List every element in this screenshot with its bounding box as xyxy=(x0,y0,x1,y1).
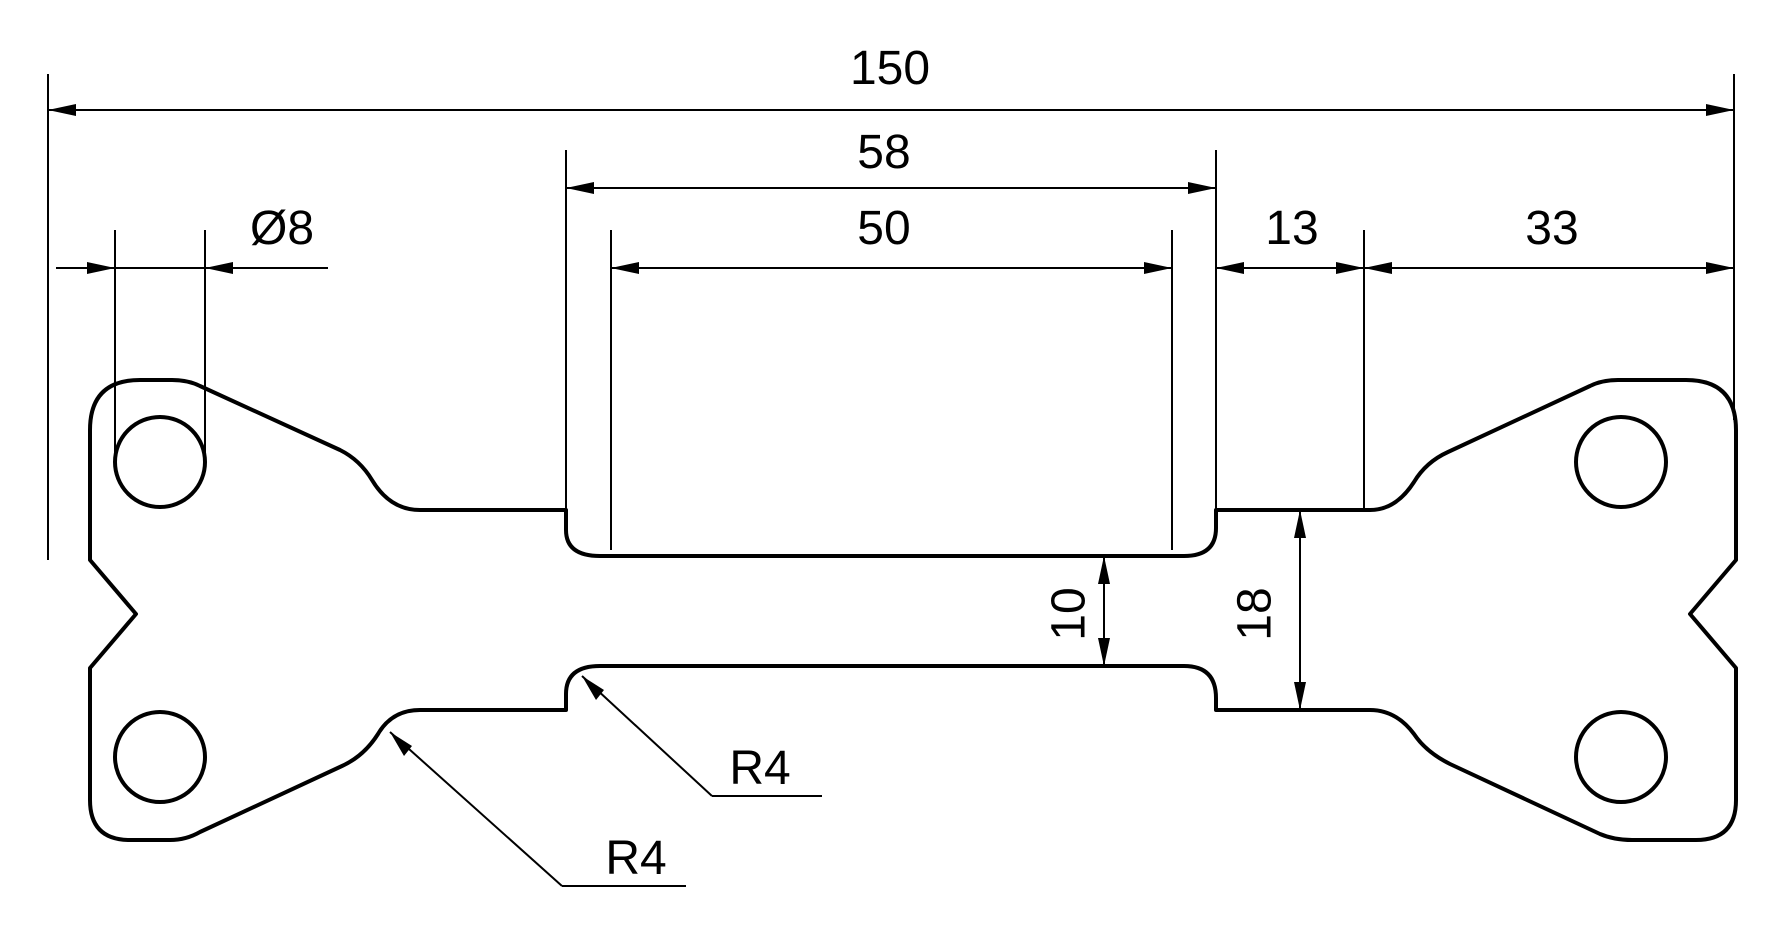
part-outline xyxy=(88,378,1738,842)
dimension-shoulder-thickness: 18 xyxy=(1229,510,1306,710)
inner-pocket-width-label: 50 xyxy=(857,202,910,255)
fillet-radius-lower-label: R4 xyxy=(605,832,666,885)
arrowhead xyxy=(566,182,594,194)
arrowhead xyxy=(1336,262,1364,274)
shoulder-thickness-label: 18 xyxy=(1229,587,1282,640)
mounting-hole-bottom-left xyxy=(113,710,207,804)
arrowhead xyxy=(1144,262,1172,274)
arrowhead xyxy=(390,732,412,756)
dimension-hole-diameter: Ø8 xyxy=(56,202,328,462)
arrowhead xyxy=(87,262,115,274)
arrowhead xyxy=(1098,638,1110,666)
arrowhead xyxy=(1294,510,1306,538)
mounting-hole-top-left xyxy=(113,415,207,509)
dimension-outer-pocket-width: 58 xyxy=(565,126,1217,512)
dimension-shoulder-length: 13 xyxy=(1216,202,1365,510)
shoulder-length-label: 13 xyxy=(1265,202,1318,255)
mounting-hole-top-right xyxy=(1574,415,1668,509)
mounting-hole-bottom-right xyxy=(1574,710,1668,804)
arrowhead xyxy=(1216,262,1244,274)
fillet-radius-upper-label: R4 xyxy=(729,742,790,795)
leader-fillet-radius-lower: R4 xyxy=(389,731,686,887)
arrowhead xyxy=(205,262,233,274)
dimension-inner-pocket-width: 50 xyxy=(610,202,1173,550)
arrowhead xyxy=(1706,104,1734,116)
outer-pocket-width-label: 58 xyxy=(857,126,910,179)
arrowhead xyxy=(1364,262,1392,274)
gauge-thickness-label: 10 xyxy=(1043,587,1096,640)
dimension-gauge-thickness: 10 xyxy=(1043,556,1110,666)
dimension-overall-length: 150 xyxy=(47,42,1735,560)
dimension-end-length: 33 xyxy=(1364,202,1734,274)
arrowhead xyxy=(1706,262,1734,274)
end-length-label: 33 xyxy=(1525,202,1578,255)
leader-fillet-radius-upper: R4 xyxy=(581,675,822,797)
overall-length-label: 150 xyxy=(850,42,930,95)
arrowhead xyxy=(1294,682,1306,710)
hole-diameter-label: Ø8 xyxy=(250,202,314,255)
arrowhead xyxy=(582,676,604,700)
arrowhead xyxy=(48,104,76,116)
arrowhead xyxy=(1188,182,1216,194)
arrowhead xyxy=(611,262,639,274)
arrowhead xyxy=(1098,556,1110,584)
